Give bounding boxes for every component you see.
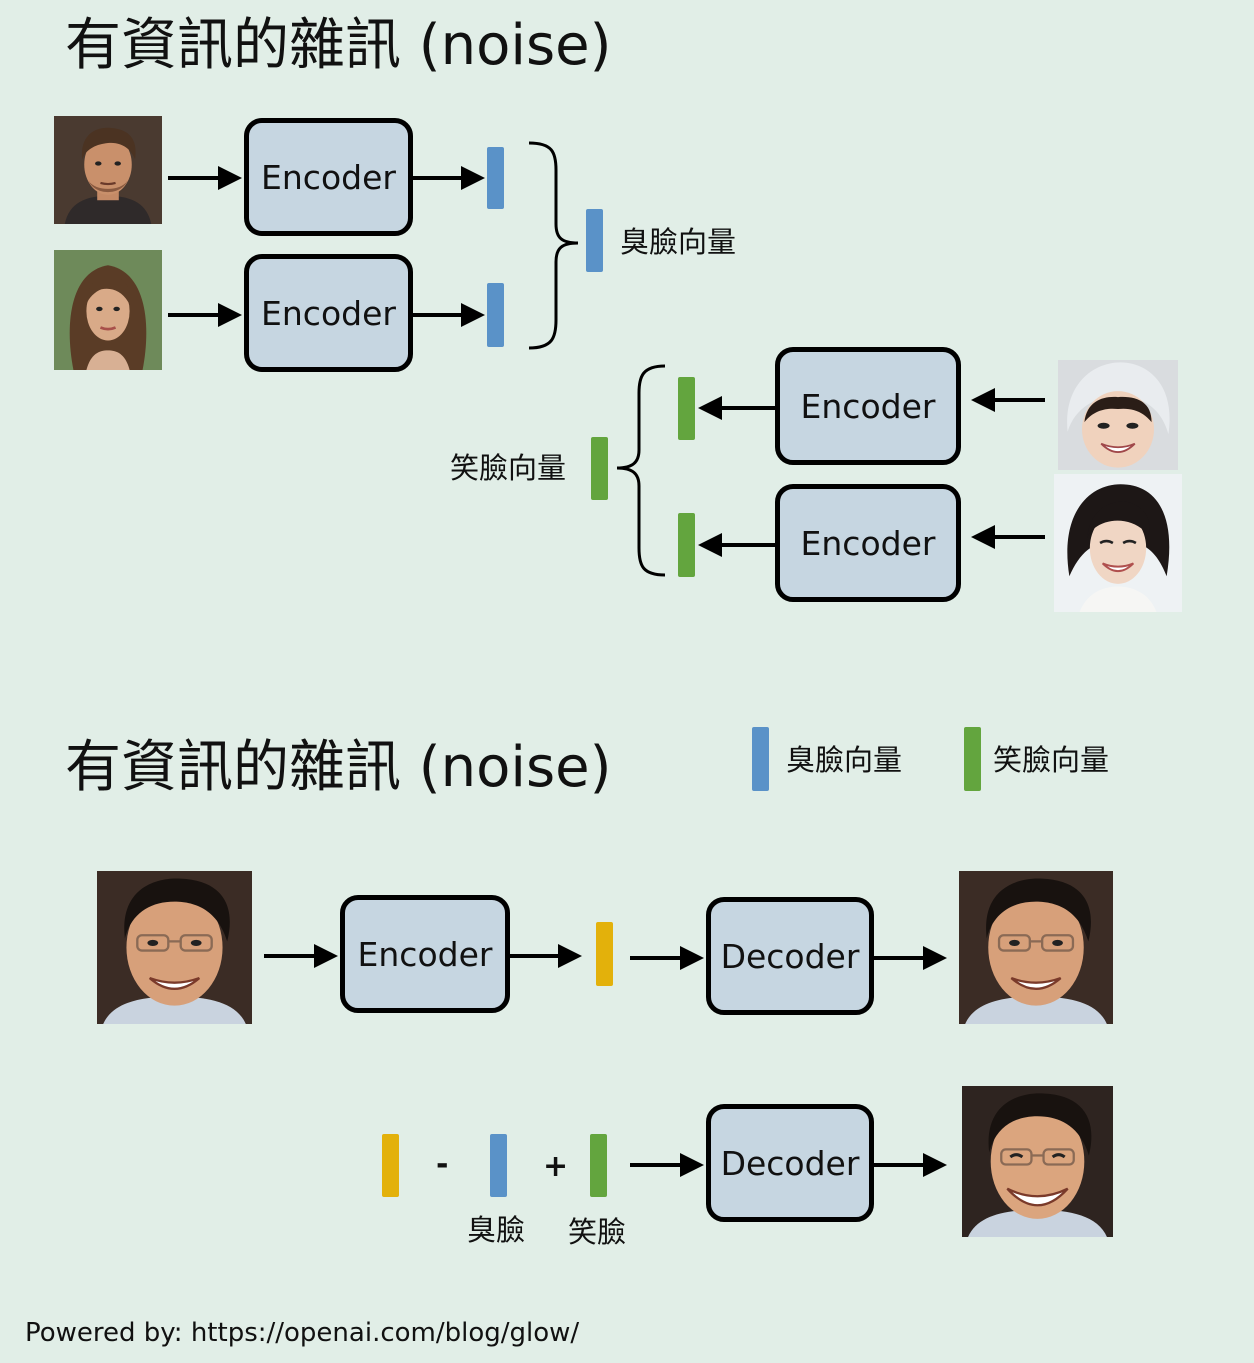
encoder-box-smile-1: Encoder: [775, 347, 961, 465]
face-photo-girl-smiling: [1058, 360, 1178, 470]
smile-vector-1: [678, 377, 695, 440]
sad-vector-1: [487, 147, 504, 209]
code-vector: [596, 922, 613, 986]
sad-vector-average: [586, 209, 603, 272]
sad-brace: [528, 141, 579, 350]
code-vector-copy: [382, 1134, 399, 1197]
sad-vector-label: 臭臉向量: [620, 225, 737, 259]
smile-vector-average: [591, 437, 608, 500]
face-photo-man-neutral: [54, 116, 162, 224]
plus-operator: +: [543, 1149, 569, 1184]
smile-vector-operand: [590, 1134, 607, 1197]
legend-sad-swatch: [752, 727, 769, 791]
footer-credit: Powered by: https://openai.com/blog/glow…: [25, 1318, 580, 1348]
encoder-box-sad-2: Encoder: [244, 254, 413, 372]
legend-smile-swatch: [964, 727, 981, 791]
legend-sad-label: 臭臉向量: [786, 743, 903, 777]
encoder-box-smile-2: Encoder: [775, 484, 961, 602]
decoder-box-reconstruct: Decoder: [706, 897, 874, 1015]
face-photo-woman-neutral: [54, 250, 162, 370]
face-photo-woman-smiling: [1054, 474, 1182, 612]
encoder-box-sad-1: Encoder: [244, 118, 413, 236]
encoder-box-main: Encoder: [340, 895, 510, 1013]
smile-brace: [616, 364, 666, 577]
face-photo-man-reconstructed: [959, 871, 1113, 1024]
sad-vector-operand: [490, 1134, 507, 1197]
smile-operand-label: 笑臉: [568, 1215, 627, 1249]
minus-operator: -: [436, 1147, 449, 1182]
smile-vector-label: 笑臉向量: [450, 451, 567, 485]
sad-operand-label: 臭臉: [467, 1213, 526, 1247]
section-bottom-title: 有資訊的雜訊 (noise): [65, 735, 612, 800]
face-photo-man-edited: [962, 1086, 1113, 1237]
decoder-box-edit: Decoder: [706, 1104, 874, 1222]
legend-smile-label: 笑臉向量: [993, 743, 1110, 777]
face-photo-man-input: [97, 871, 252, 1024]
smile-vector-2: [678, 513, 695, 577]
section-top-title: 有資訊的雜訊 (noise): [65, 13, 612, 78]
sad-vector-2: [487, 283, 504, 347]
